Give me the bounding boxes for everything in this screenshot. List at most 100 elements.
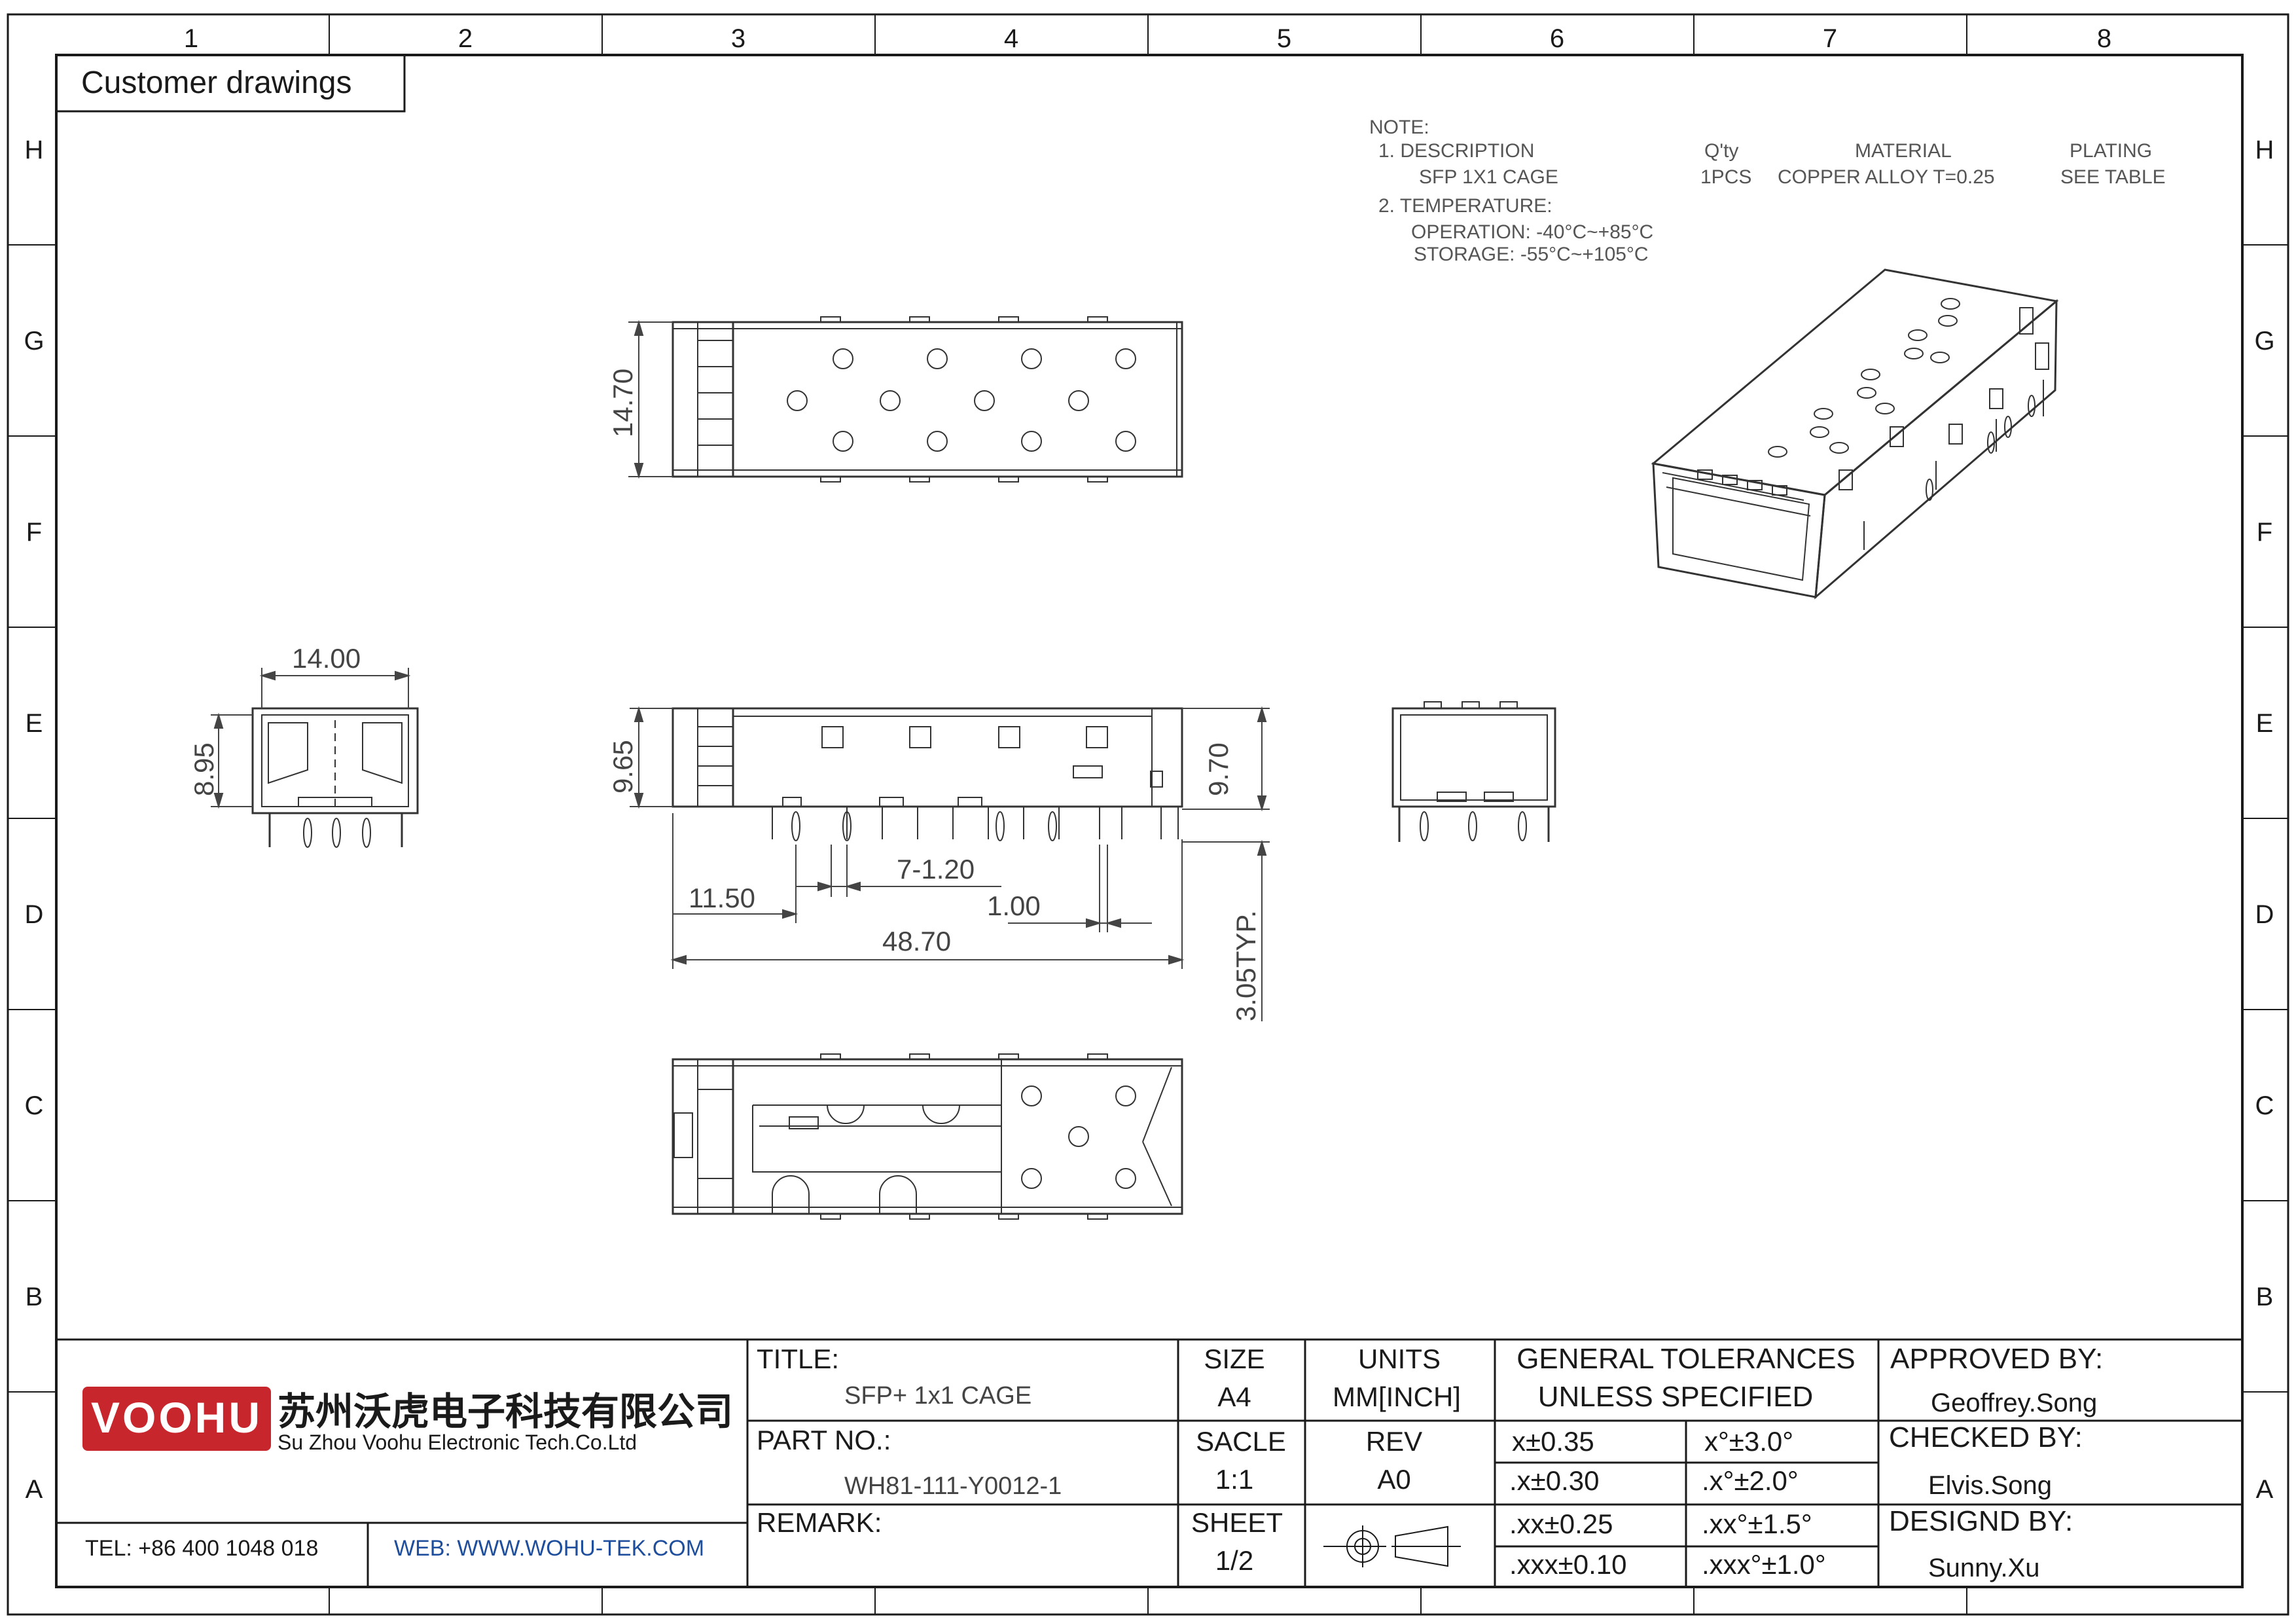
row-label: B — [26, 1283, 43, 1311]
approved-value: Geoffrey.Song — [1931, 1389, 2097, 1417]
size-label: SIZE — [1204, 1343, 1265, 1374]
projection-symbol-icon — [1323, 1525, 1461, 1567]
row-label: C — [2255, 1091, 2274, 1120]
dim-label: 3.05TYP. — [1230, 910, 1261, 1021]
row-label: H — [25, 136, 44, 164]
row-label: A — [26, 1475, 43, 1504]
tolerance-angular: x°±3.0° — [1704, 1426, 1793, 1457]
notes-block: NOTE: 1. DESCRIPTION Q'ty MATERIAL PLATI… — [1369, 117, 2166, 265]
column-label: 1 — [184, 24, 198, 53]
column-label: 4 — [1004, 24, 1018, 53]
dim-label: 9.70 — [1203, 742, 1234, 796]
tolerance-angular: .xxx°±1.0° — [1702, 1549, 1826, 1580]
note-item2: 2. TEMPERATURE: — [1378, 195, 1552, 217]
approved-label: APPROVED BY: — [1890, 1343, 2103, 1375]
tolerance-angular: .xx°±1.5° — [1702, 1508, 1812, 1539]
scale-value: 1:1 — [1215, 1464, 1253, 1495]
dim-front-height — [211, 712, 253, 809]
row-label: D — [25, 900, 44, 929]
dim-label: 8.95 — [188, 742, 219, 796]
row-label: A — [2256, 1475, 2274, 1504]
note-col-qty: Q'ty — [1704, 140, 1738, 162]
company-logo: VOOHU — [82, 1387, 271, 1451]
note-plating: SEE TABLE — [2060, 166, 2166, 188]
side-view — [672, 707, 1183, 841]
column-label: 6 — [1550, 24, 1564, 53]
units-value: MM[INCH] — [1333, 1381, 1461, 1412]
row-label: E — [2256, 709, 2274, 738]
checked-label: CHECKED BY: — [1889, 1421, 2083, 1453]
note-col-plating: PLATING — [2070, 140, 2152, 162]
tolerance-subtitle: UNLESS SPECIFIED — [1538, 1381, 1814, 1413]
row-label: D — [2255, 900, 2274, 929]
row-label: F — [2257, 518, 2272, 547]
corner-label: Customer drawings — [81, 65, 351, 100]
company-name-cn: 苏州沃虎电子科技有限公司 — [278, 1391, 733, 1433]
title-label: TITLE: — [757, 1343, 839, 1374]
tolerance-linear: .xx±0.25 — [1509, 1508, 1613, 1539]
note-desc: SFP 1X1 CAGE — [1419, 166, 1558, 188]
title-value: SFP+ 1x1 CAGE — [844, 1382, 1031, 1410]
company-name-en: Su Zhou Voohu Electronic Tech.Co.Ltd — [278, 1431, 637, 1454]
dim-label: 1.00 — [987, 890, 1041, 921]
note-item1: 1. DESCRIPTION — [1378, 140, 1534, 162]
column-label: 7 — [1823, 24, 1837, 53]
web-link[interactable]: WEB: WWW.WOHU-TEK.COM — [394, 1536, 704, 1561]
title-block — [56, 1338, 2242, 1587]
tolerance-linear: .xxx±0.10 — [1509, 1549, 1626, 1580]
size-value: A4 — [1217, 1381, 1251, 1412]
note-col-material: MATERIAL — [1855, 140, 1952, 162]
dim-label: 14.00 — [292, 643, 361, 674]
column-label: 2 — [458, 24, 473, 53]
bottom-view — [672, 1053, 1183, 1220]
sheet-label: SHEET — [1191, 1507, 1283, 1538]
note-heading: NOTE: — [1369, 117, 1429, 138]
tolerance-linear: .x±0.30 — [1509, 1465, 1599, 1496]
tolerance-linear: x±0.35 — [1512, 1426, 1594, 1457]
isometric-view — [1651, 268, 2059, 600]
dim-label: 7-1.20 — [897, 854, 975, 884]
note-storage: STORAGE: -55°C~+105°C — [1414, 244, 1649, 265]
dim-label: 14.70 — [607, 369, 638, 437]
note-material: COPPER ALLOY T=0.25 — [1778, 166, 1995, 188]
sheet-frame — [7, 13, 2289, 1616]
corner-label-box — [55, 54, 406, 113]
row-label: C — [25, 1091, 44, 1120]
checked-value: Elvis.Song — [1928, 1471, 2052, 1500]
note-qty: 1PCS — [1700, 166, 1751, 188]
row-label: F — [26, 518, 42, 547]
column-label: 5 — [1277, 24, 1291, 53]
row-label: G — [2254, 327, 2274, 356]
tel-text: TEL: +86 400 1048 018 — [85, 1536, 318, 1561]
dim-side-lengths — [670, 813, 1185, 969]
dim-label: 11.50 — [689, 883, 755, 913]
row-label: B — [2256, 1283, 2274, 1311]
column-label: 3 — [731, 24, 745, 53]
units-label: UNITS — [1358, 1343, 1441, 1374]
design-value: Sunny.Xu — [1928, 1554, 2040, 1582]
dim-front-width — [259, 668, 411, 708]
dim-side-heights — [630, 706, 1270, 1021]
top-view — [672, 316, 1183, 483]
part-value: WH81-111-Y0012-1 — [844, 1472, 1062, 1500]
front-view — [251, 707, 419, 848]
row-label: G — [24, 327, 44, 356]
rev-value: A0 — [1377, 1464, 1410, 1495]
dim-label: 48.70 — [882, 926, 951, 957]
row-label: E — [26, 709, 43, 738]
part-label: PART NO.: — [757, 1425, 891, 1455]
sheet-value: 1/2 — [1215, 1545, 1253, 1576]
rear-view — [1391, 701, 1556, 842]
logo-text: VOOHU — [91, 1393, 262, 1442]
column-label: 8 — [2097, 24, 2111, 53]
note-operation: OPERATION: -40°C~+85°C — [1411, 221, 1653, 243]
dim-top-height — [628, 319, 673, 479]
dim-label: 9.65 — [607, 740, 638, 793]
tolerance-title: GENERAL TOLERANCES — [1516, 1343, 1856, 1375]
rev-label: REV — [1366, 1426, 1422, 1457]
remark-label: REMARK: — [757, 1507, 882, 1538]
scale-label: SACLE — [1196, 1426, 1286, 1457]
design-label: DESIGND BY: — [1889, 1505, 2073, 1537]
row-label: H — [2255, 136, 2274, 164]
